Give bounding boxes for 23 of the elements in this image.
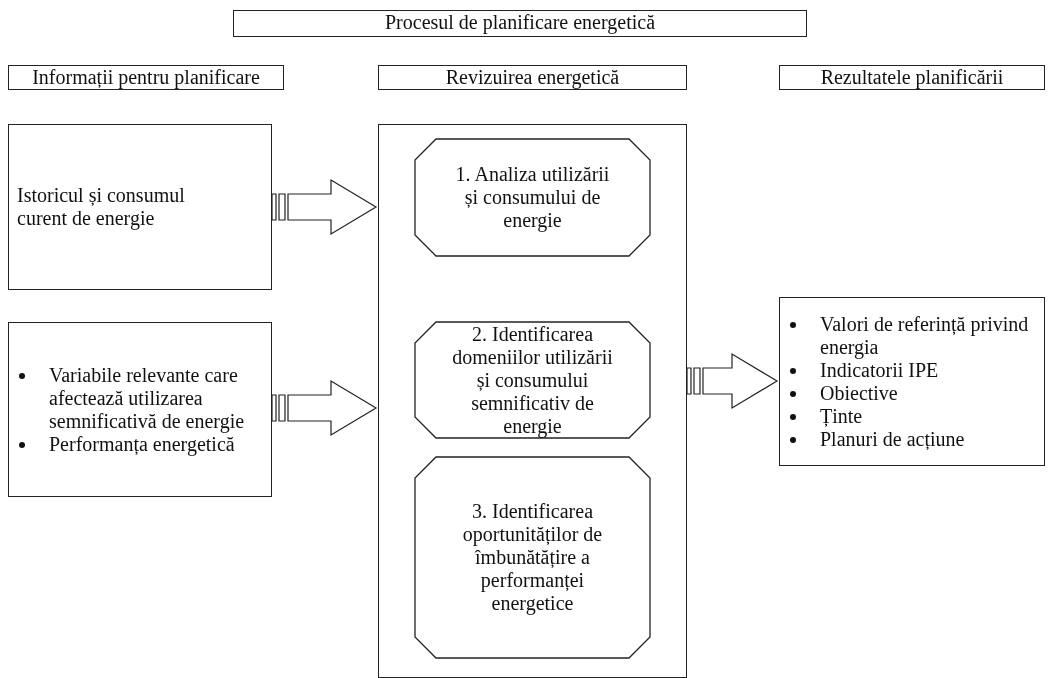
step-text: 3. Identificarea oportunităților de îmbunătățire a performanței energetice xyxy=(461,500,604,615)
bullet-item: Valori de referință privind energia xyxy=(820,312,1029,358)
review-panel xyxy=(378,124,687,678)
step-text: 2. Identificarea domeniilor utilizării și consumului semnificativ de energie xyxy=(451,322,614,438)
step-octagon xyxy=(414,138,651,257)
block-arrow xyxy=(686,352,779,410)
step-text: 1. Analiza utilizării și consumului de energie xyxy=(454,163,611,232)
step-octagon xyxy=(414,321,651,439)
bullet-item: Obiective xyxy=(820,381,898,404)
bullet-box xyxy=(8,322,272,497)
block-arrow xyxy=(271,178,378,236)
block-arrow xyxy=(271,379,378,437)
bullet-item: Indicatorii IPE xyxy=(820,358,939,381)
bullet-box xyxy=(779,297,1045,466)
header-box: Revizuirea energetică xyxy=(378,65,687,90)
input-box: Istoricul și consumul curent de energie xyxy=(8,124,272,290)
bullet-item: Ținte xyxy=(820,404,863,427)
bullet-item: Performanța energetică xyxy=(49,432,235,455)
bullet-item: Variabile relevante care afectează utilizarea semnificativă de energie xyxy=(49,363,245,432)
header-box: Rezultatele planificării xyxy=(779,65,1045,90)
bullet-item: Planuri de acțiune xyxy=(820,427,965,450)
header-box: Procesul de planificare energetică xyxy=(233,10,807,37)
header-box: Informații pentru planificare xyxy=(8,65,284,90)
